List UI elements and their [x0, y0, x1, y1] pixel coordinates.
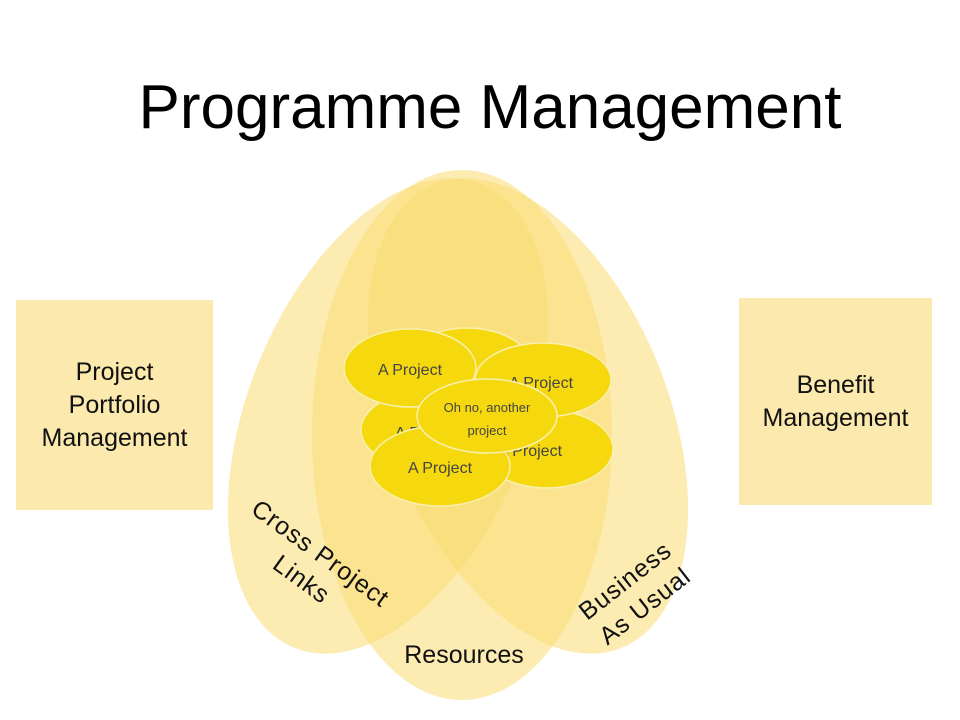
portfolio-line-1: Project: [75, 357, 154, 386]
benefit-line-1: Benefit: [796, 370, 875, 399]
central-project-ellipse: Oh no, another project: [416, 378, 558, 454]
portfolio-line-3: Management: [41, 423, 188, 452]
central-project-line-2: project: [467, 423, 506, 438]
project-label: A Project: [408, 460, 473, 477]
portfolio-line-2: Portfolio: [68, 390, 161, 419]
project-label: A Project: [378, 362, 443, 379]
benefit-management-box: Benefit Management: [739, 298, 932, 505]
resources-label: Resources: [404, 641, 524, 669]
benefit-line-2: Management: [762, 403, 909, 432]
slide-title: Programme Management: [138, 73, 842, 142]
central-project-line-1: Oh no, another: [444, 400, 531, 415]
project-portfolio-box: Project Portfolio Management: [16, 300, 213, 510]
project-ellipses: A Project A Project A Project A Project …: [343, 327, 614, 507]
